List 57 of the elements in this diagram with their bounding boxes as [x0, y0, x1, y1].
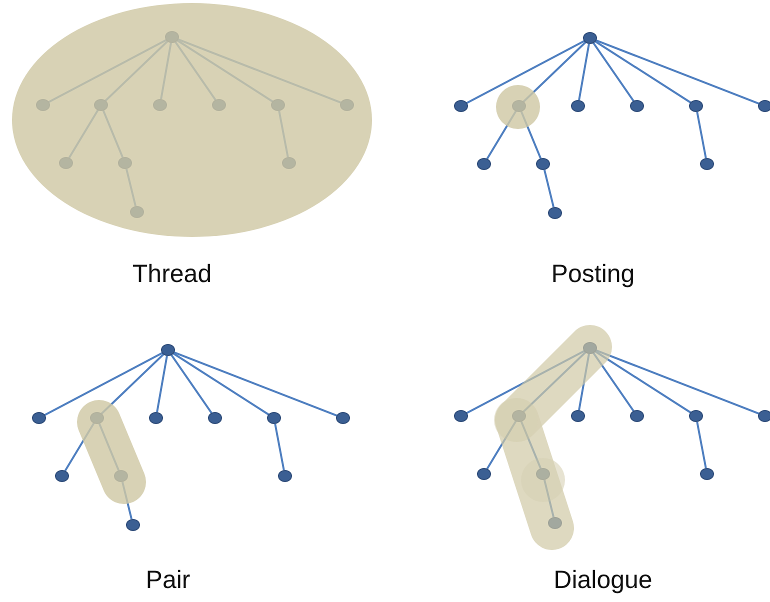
connector-line — [594, 40, 692, 104]
connector-line — [466, 350, 586, 414]
tree-node-circle — [583, 32, 597, 44]
tree-node-circle — [267, 412, 281, 424]
connector-line — [543, 480, 555, 518]
tree-node-circle — [477, 158, 491, 170]
connector-line — [594, 350, 692, 414]
tree-node-circle — [630, 410, 644, 422]
connector-line — [466, 40, 586, 104]
tree-node-circle — [161, 344, 175, 356]
connector-line — [595, 39, 760, 105]
tree-node-circle — [126, 519, 140, 531]
panel-caption: Posting — [551, 260, 635, 289]
connector-line — [543, 170, 555, 208]
panel-caption: Dialogue — [554, 566, 652, 595]
tree-node-circle — [548, 207, 562, 219]
connector-line — [592, 42, 634, 102]
tree-node-circle — [208, 412, 222, 424]
tree-node-circle — [454, 410, 468, 422]
connector-line — [44, 352, 164, 416]
tree-node-circle — [336, 412, 350, 424]
tree-node-circle — [512, 410, 526, 422]
connector-line — [520, 421, 542, 469]
connector-line — [595, 349, 760, 415]
tree-node-circle — [700, 468, 714, 480]
tree-node-circle — [477, 468, 491, 480]
tree-node-circle — [630, 100, 644, 112]
connector-line — [696, 422, 707, 468]
tree-node-circle — [700, 158, 714, 170]
connector-line — [274, 424, 285, 470]
tree-node-circle — [536, 468, 550, 480]
tree-node-circle — [689, 410, 703, 422]
connector-line — [170, 354, 212, 414]
tree-node-circle — [571, 410, 585, 422]
tree-node-circle — [583, 342, 597, 354]
tree-node-circle — [454, 100, 468, 112]
tree-node-circle — [548, 517, 562, 529]
connector-line — [522, 351, 586, 413]
connector-line — [173, 351, 338, 417]
tree-node-circle — [758, 100, 770, 112]
panel-caption: Pair — [146, 566, 190, 595]
tree-node-circle — [758, 410, 770, 422]
connector-line — [578, 44, 590, 100]
tree-node-circle — [689, 100, 703, 112]
connector-line — [592, 352, 634, 412]
tree-node-circle — [149, 412, 163, 424]
tree-node-circle — [55, 470, 69, 482]
connector-line — [578, 354, 590, 410]
panel-caption: Thread — [132, 260, 212, 289]
connector-line — [172, 352, 270, 416]
tree-node-circle — [571, 100, 585, 112]
tree-node-circle — [32, 412, 46, 424]
tree-node-circle — [278, 470, 292, 482]
tree-node-circle — [536, 158, 550, 170]
connector-line — [696, 112, 707, 158]
connector-line — [156, 356, 168, 412]
connector-line — [486, 420, 517, 470]
